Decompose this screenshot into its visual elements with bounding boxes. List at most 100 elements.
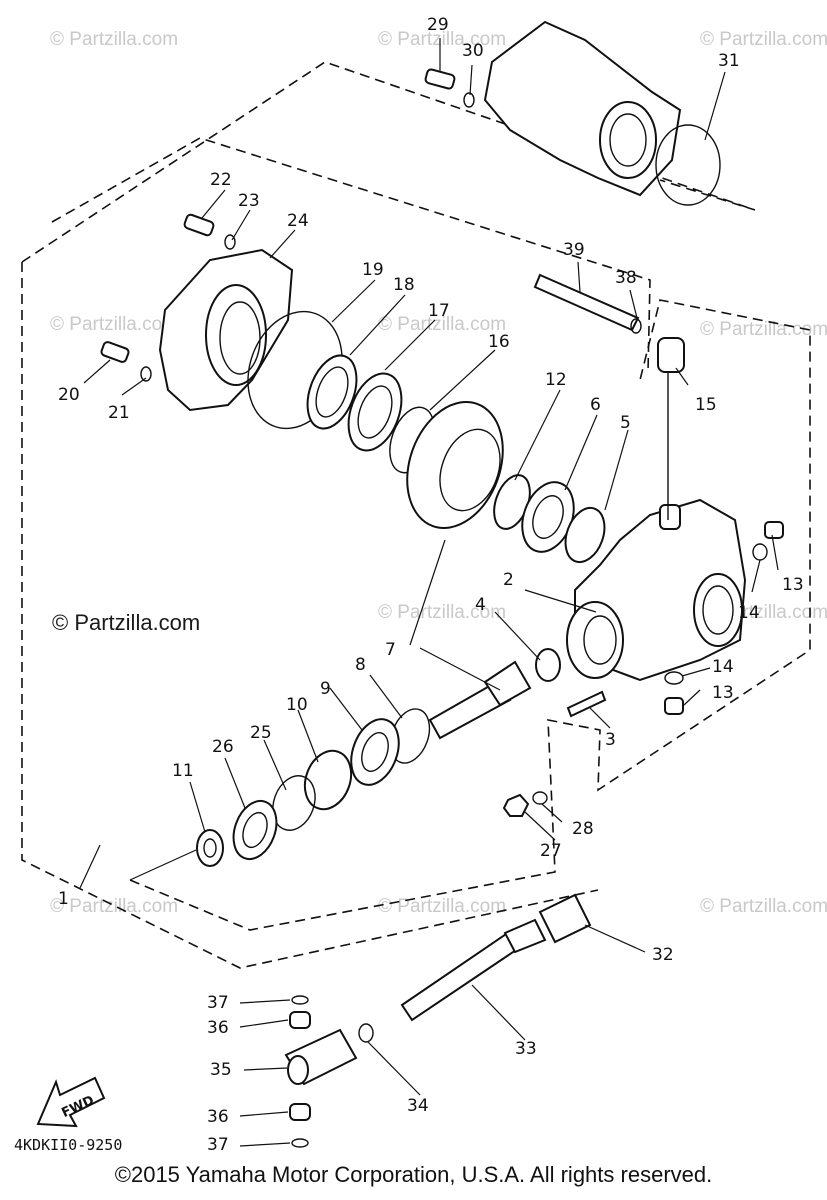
callout-25: 25 (250, 723, 272, 743)
callout-39: 39 (563, 240, 585, 260)
callout-37-upper: 37 (207, 993, 229, 1013)
callout-29: 29 (427, 15, 449, 35)
watermark: © Partzilla.com (378, 896, 506, 917)
callout-9: 9 (320, 679, 331, 699)
callout-22: 22 (210, 170, 232, 190)
assembly-outline-4 (51, 137, 651, 373)
callout-36-upper: 36 (207, 1018, 229, 1038)
callout-13-upper: 13 (782, 575, 804, 595)
part-33-drive-shaft (400, 928, 524, 1022)
part-18-seal (306, 354, 358, 430)
part-3-stud (566, 690, 607, 718)
part-24-retainer-plate (158, 248, 294, 412)
callout-5: 5 (620, 413, 631, 433)
part-37-clip-lower (291, 1138, 309, 1148)
part-13-plug-lower (664, 697, 684, 715)
callout-36-lower: 36 (207, 1107, 229, 1127)
callout-38: 38 (615, 268, 637, 288)
watermark: © Partzilla.com (378, 29, 506, 50)
callout-15: 15 (695, 395, 717, 415)
part-7-pinion (428, 660, 532, 740)
callout-23: 23 (238, 191, 260, 211)
callout-19: 19 (362, 260, 384, 280)
callout-4: 4 (475, 595, 486, 615)
callout-10: 10 (286, 695, 308, 715)
callout-11: 11 (172, 761, 194, 781)
diagram-code: 4KDKII0-9250 (14, 1136, 122, 1154)
watermark: © Partzilla.com (700, 319, 827, 340)
part-9-bearing (350, 718, 400, 786)
callout-31: 31 (718, 51, 740, 71)
callout-37-lower: 37 (207, 1135, 229, 1155)
part-20-bolt (100, 341, 130, 363)
part-27-nut (502, 793, 530, 817)
part-31-cover (483, 20, 721, 206)
assembly-outline-3 (129, 299, 811, 931)
callout-24: 24 (287, 211, 309, 231)
part-35-universal-joint (284, 1028, 358, 1086)
watermark: © Partzilla.com (700, 29, 827, 50)
part-36-cap-upper (289, 1011, 311, 1029)
watermark-center: © Partzilla.com (52, 610, 200, 635)
callout-30: 30 (462, 41, 484, 61)
part-15-fitting (657, 337, 685, 373)
part-14-gasket-lower (664, 671, 684, 685)
callout-7: 7 (385, 640, 396, 660)
part-36-cap-lower (289, 1103, 311, 1121)
callout-26: 26 (212, 737, 234, 757)
callout-16: 16 (488, 332, 510, 352)
part-4-bearing (535, 648, 561, 682)
callout-17: 17 (428, 301, 450, 321)
callout-12: 12 (545, 370, 567, 390)
assembly-outline-2 (21, 61, 756, 263)
copyright-notice: ©2015 Yamaha Motor Corporation, U.S.A. A… (114, 1162, 713, 1187)
part-28-washer (532, 791, 548, 805)
callout-32: 32 (652, 945, 674, 965)
callout-6: 6 (590, 395, 601, 415)
watermark: © Partzilla.com (50, 29, 178, 50)
callout-2: 2 (503, 570, 514, 590)
watermark: © Partzilla.com (378, 314, 506, 335)
watermark: © Partzilla.com (378, 602, 506, 623)
part-17-bearing (347, 372, 403, 452)
part-23-washer (224, 234, 236, 250)
part-10-collar (303, 749, 353, 811)
callout-21: 21 (108, 403, 130, 423)
part-34-clip (358, 1023, 374, 1043)
callout-3: 3 (605, 730, 616, 750)
part-21-washer (140, 366, 152, 382)
part-11-seal (196, 829, 224, 867)
part-25-ring (272, 775, 316, 831)
callout-14-upper: 14 (738, 603, 760, 623)
callout-20: 20 (58, 385, 80, 405)
callout-8: 8 (355, 655, 366, 675)
leader-lines (79, 38, 779, 1147)
callout-34: 34 (407, 1096, 429, 1116)
part-2-differential-case (566, 498, 747, 682)
ring-gear (406, 401, 504, 529)
callout-1: 1 (58, 889, 69, 909)
part-30-washer (463, 92, 475, 108)
callout-14-lower: 14 (712, 657, 734, 677)
watermark: © Partzilla.com (700, 896, 827, 917)
part-38-clip (630, 318, 642, 334)
part-29-bolt (424, 68, 456, 90)
watermark: © Partzilla.com (50, 314, 178, 335)
part-5-seal (564, 506, 606, 564)
watermark: © Partzilla.com (50, 896, 178, 917)
fwd-arrow-icon: FWD (36, 1076, 106, 1128)
part-22-bolt (183, 213, 215, 237)
callout-18: 18 (393, 275, 415, 295)
part-26-bearing (232, 799, 278, 861)
callout-35: 35 (210, 1060, 232, 1080)
callout-33: 33 (515, 1039, 537, 1059)
assembly-outline-1 (21, 262, 599, 969)
callout-13-lower: 13 (712, 683, 734, 703)
part-37-clip-upper (291, 995, 309, 1005)
callout-labels: 29 30 31 22 23 24 19 18 17 16 12 6 5 39 … (58, 15, 804, 1155)
part-14-gasket-upper (752, 543, 768, 561)
callout-27: 27 (540, 841, 562, 861)
callout-28: 28 (572, 819, 594, 839)
part-13-plug-upper (764, 521, 784, 539)
